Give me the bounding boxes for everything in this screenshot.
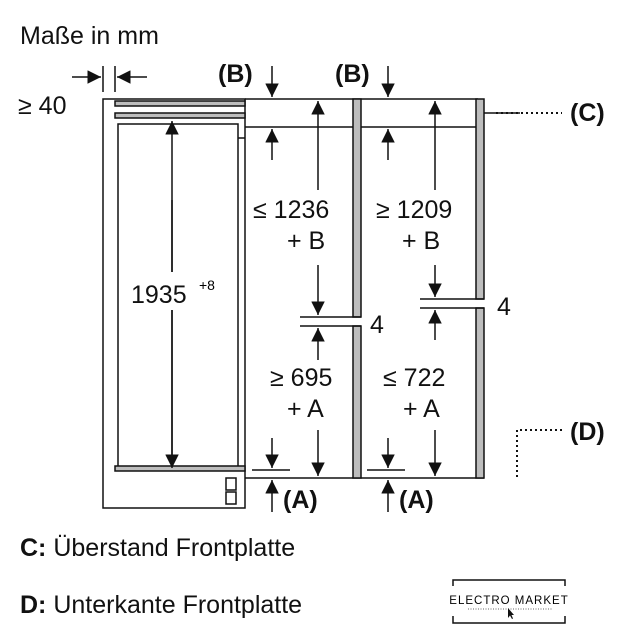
svg-text:D: Unterkante Frontplatte: D: Unterkante Frontplatte [20, 591, 302, 619]
lower-door-panel-left [352, 325, 362, 479]
svg-text:C: Überstand Frontplatte: C: Überstand Frontplatte [20, 534, 295, 562]
lower-door-panel-right [475, 307, 485, 479]
legend-c: C: Überstand Frontplatte [20, 534, 295, 562]
lower-right-dim-a: + A [403, 395, 440, 423]
upper-right-dim: ≥ 1209 [376, 196, 452, 224]
gap-right-label: 4 [497, 293, 511, 321]
marker-a-left: (A) [283, 486, 318, 514]
upper-door-panel-left [352, 98, 362, 318]
upper-right-dim-b: + B [402, 227, 440, 255]
panel-bottom-edge-line [516, 429, 562, 478]
upper-door-panel-right [475, 98, 485, 300]
lower-right-dim: ≤ 722 [383, 364, 445, 392]
niche-cabinet [102, 98, 246, 509]
marker-c: (C) [570, 99, 605, 127]
upper-left-dim: ≤ 1236 [253, 196, 329, 224]
cursor-icon [508, 608, 514, 619]
side-gap-label: ≥ 40 [18, 92, 66, 120]
marker-b-left: (B) [218, 60, 253, 88]
electro-market-logo: ELECTRO MARKET [449, 579, 568, 624]
upper-left-dim-b: + B [287, 227, 325, 255]
marker-a-right: (A) [399, 486, 434, 514]
diagram-title: Maße in mm [20, 22, 159, 50]
marker-d: (D) [570, 418, 605, 446]
legend-d: D: Unterkante Frontplatte [20, 591, 302, 619]
lower-left-dim: ≥ 695 [270, 364, 332, 392]
appliance-height-dimension: 1935 +8 [128, 121, 220, 468]
gap-left-label: 4 [370, 311, 384, 339]
logo-text: ELECTRO MARKET [449, 595, 568, 607]
lower-left-dim-a: + A [287, 395, 324, 423]
marker-b-right: (B) [335, 60, 370, 88]
side-gap-dimension: ≥ 40 [18, 66, 147, 120]
height-tolerance: +8 [199, 277, 215, 293]
height-label: 1935 [131, 281, 187, 309]
